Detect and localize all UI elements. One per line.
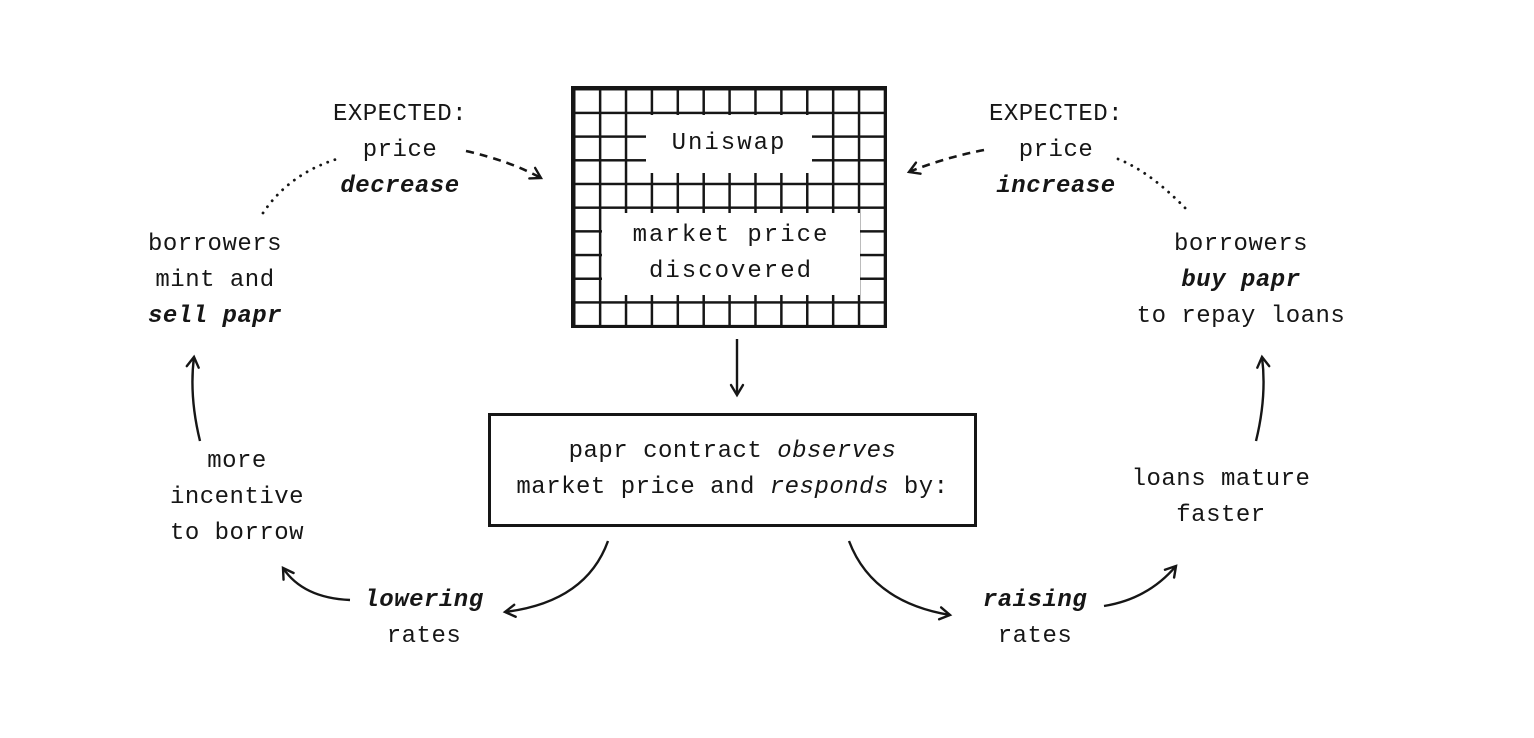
expected-price-decrease-label: EXPECTED: price decrease [332,101,468,200]
papr-box-line1: papr contract observes [568,438,897,465]
loans-to-buy-arrow [1254,354,1271,442]
uniswap-title-text: Uniswap [671,130,787,157]
decrease-to-uniswap-dashed-arrow [465,149,544,180]
more-incentive-label: more incentive to borrow [169,448,305,547]
raising-to-loans-arrow [1103,564,1178,608]
mint-to-expected-dotted-curve [261,157,339,215]
buy-to-expected-dotted-curve [1116,157,1191,214]
uniswap-market-box: Uniswap market price discovered [571,86,887,328]
borrowers-buy-papr-label: borrowers buy papr to repay loans [1136,231,1346,330]
papr-box-line2: market price and responds by: [516,474,949,501]
uniswap-title: Uniswap [646,115,812,173]
borrowers-sell-papr-label: borrowers mint and sell papr [147,231,283,330]
market-price-caption: market price discovered [602,213,860,295]
market-price-line1: market price [632,222,830,249]
papr-to-lowering-arrow [502,540,610,618]
papr-to-raising-arrow [847,540,953,621]
market-price-line2: discovered [648,258,814,285]
lowering-to-incentive-arrow [281,566,351,602]
expected-price-increase-label: EXPECTED: price increase [988,101,1124,200]
incentive-to-mint-arrow [185,354,202,442]
lowering-rates-label: lowering rates [364,587,484,650]
papr-contract-box: papr contract observes market price and … [488,413,977,527]
raising-rates-label: raising rates [982,587,1088,650]
increase-to-uniswap-dashed-arrow [906,148,985,175]
loans-mature-label: loans mature faster [1131,466,1311,529]
